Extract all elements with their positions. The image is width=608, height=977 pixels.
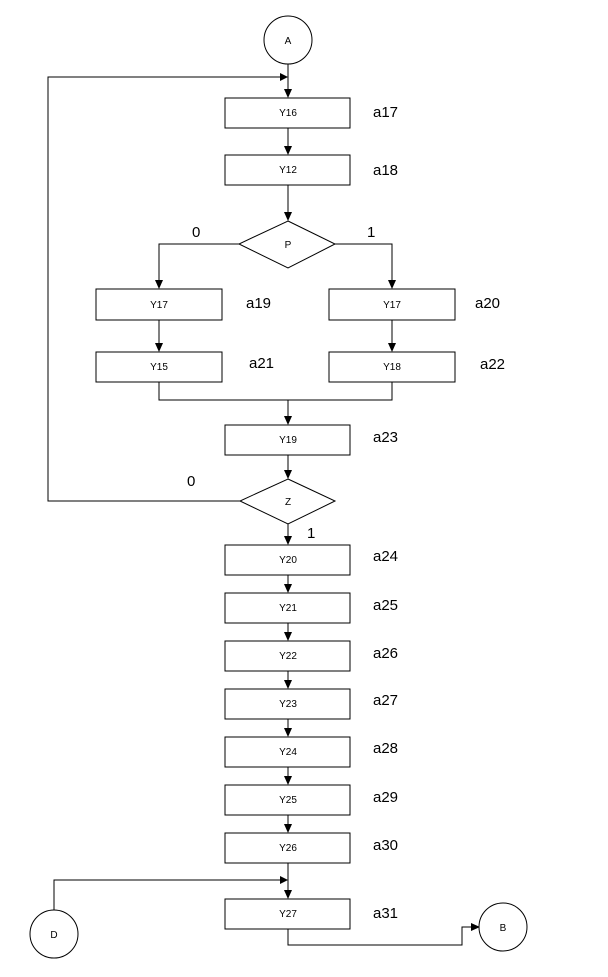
block-y15: Y15 bbox=[95, 351, 223, 383]
state-mark-a19: a19 bbox=[246, 295, 271, 312]
state-mark-a26: a26 bbox=[373, 645, 398, 662]
state-mark-a25: a25 bbox=[373, 597, 398, 614]
block-y17-left: Y17 bbox=[95, 288, 223, 321]
connector-a: A bbox=[263, 15, 313, 65]
block-y26-label: Y26 bbox=[279, 843, 297, 854]
branch-label-z-0: 0 bbox=[187, 473, 195, 490]
block-y27: Y27 bbox=[224, 898, 351, 930]
block-y17-left-label: Y17 bbox=[150, 300, 168, 311]
block-y25: Y25 bbox=[224, 784, 351, 816]
state-mark-a20: a20 bbox=[475, 295, 500, 312]
block-y17-right: Y17 bbox=[328, 288, 456, 321]
block-y26: Y26 bbox=[224, 832, 351, 864]
block-y12: Y12 bbox=[224, 154, 351, 186]
block-y21-label: Y21 bbox=[279, 603, 297, 614]
state-mark-a18: a18 bbox=[373, 162, 398, 179]
block-y16: Y16 bbox=[224, 97, 351, 129]
block-y19-label: Y19 bbox=[279, 435, 297, 446]
decision-z: Z bbox=[238, 478, 337, 525]
state-mark-a21: a21 bbox=[249, 355, 274, 372]
connector-d: D bbox=[29, 909, 79, 959]
block-y25-label: Y25 bbox=[279, 795, 297, 806]
block-y15-label: Y15 bbox=[150, 362, 168, 373]
block-y23: Y23 bbox=[224, 688, 351, 720]
branch-label-p-0: 0 bbox=[192, 224, 200, 241]
state-mark-a30: a30 bbox=[373, 837, 398, 854]
connector-a-label: A bbox=[285, 36, 292, 47]
block-y16-label: Y16 bbox=[279, 108, 297, 119]
block-y22: Y22 bbox=[224, 640, 351, 672]
block-y18-label: Y18 bbox=[383, 362, 401, 373]
block-y24-label: Y24 bbox=[279, 747, 297, 758]
connector-b-label: B bbox=[500, 923, 507, 934]
block-y20: Y20 bbox=[224, 544, 351, 576]
block-y19: Y19 bbox=[224, 424, 351, 456]
block-y23-label: Y23 bbox=[279, 699, 297, 710]
flow-lines bbox=[47, 64, 480, 946]
state-mark-a17: a17 bbox=[373, 104, 398, 121]
state-mark-a28: a28 bbox=[373, 740, 398, 757]
state-mark-a31: a31 bbox=[373, 905, 398, 922]
branch-label-p-1: 1 bbox=[367, 224, 375, 241]
block-y12-label: Y12 bbox=[279, 165, 297, 176]
state-mark-a29: a29 bbox=[373, 789, 398, 806]
branch-label-z-1: 1 bbox=[307, 525, 315, 542]
block-y18: Y18 bbox=[328, 351, 456, 383]
decision-p: P bbox=[237, 220, 337, 269]
block-y17-right-label: Y17 bbox=[383, 300, 401, 311]
decision-p-label: P bbox=[285, 240, 292, 251]
block-y20-label: Y20 bbox=[279, 555, 297, 566]
block-y27-label: Y27 bbox=[279, 909, 297, 920]
block-y22-label: Y22 bbox=[279, 651, 297, 662]
block-y21: Y21 bbox=[224, 592, 351, 624]
decision-z-label: Z bbox=[285, 497, 291, 508]
state-mark-a22: a22 bbox=[480, 356, 505, 373]
state-mark-a23: a23 bbox=[373, 429, 398, 446]
block-y24: Y24 bbox=[224, 736, 351, 768]
connector-b: B bbox=[478, 902, 528, 952]
state-mark-a27: a27 bbox=[373, 692, 398, 709]
state-mark-a24: a24 bbox=[373, 548, 398, 565]
connector-d-label: D bbox=[50, 930, 57, 941]
